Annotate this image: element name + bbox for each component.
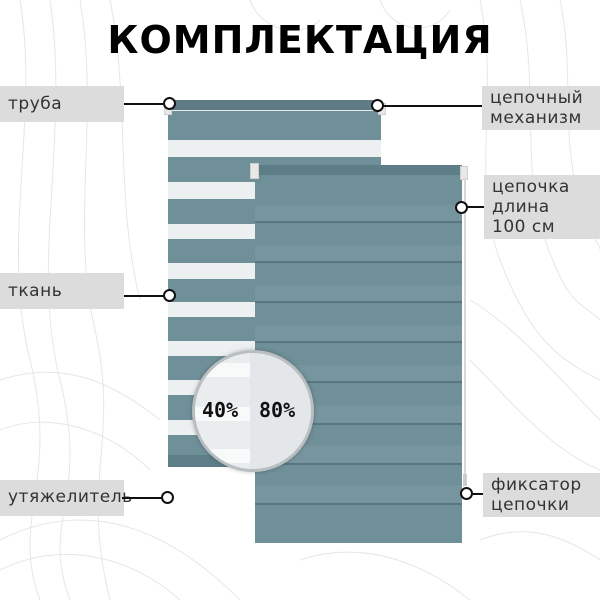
label-chain-length-line3: 100 см <box>492 217 556 237</box>
fabric-fold <box>255 463 462 465</box>
fabric-sheen <box>255 485 462 503</box>
label-chain-retainer-line2: цепочки <box>491 495 570 515</box>
fabric-sheen <box>255 325 462 343</box>
label-chain-mechanism: цепочный механизм <box>482 86 600 130</box>
opacity-magnifier: 40% 80% <box>192 350 314 472</box>
fabric-sheen <box>255 205 462 223</box>
marker-dot <box>371 99 384 112</box>
fabric-fold <box>255 341 462 343</box>
sheer-band <box>195 363 250 377</box>
label-tube-text: труба <box>8 94 63 114</box>
chain-retainer <box>463 474 467 486</box>
marker-dot <box>163 97 176 110</box>
bracket <box>250 163 259 179</box>
back-tube <box>168 100 381 111</box>
label-chain-length-line1: цепочка <box>492 177 570 197</box>
label-fabric-text: ткань <box>8 281 63 301</box>
label-chain-retainer-line1: фиксатор <box>491 475 582 495</box>
sheer-band <box>168 140 381 157</box>
leader-line <box>382 105 482 107</box>
label-fabric: ткань <box>0 273 124 309</box>
label-chain-mechanism-line2: механизм <box>490 108 582 128</box>
fabric-fold <box>255 301 462 303</box>
leader-line <box>122 497 166 499</box>
leader-line <box>124 295 168 297</box>
fabric-band <box>168 110 381 140</box>
fabric-sheen <box>255 445 462 463</box>
front-fabric <box>255 175 462 543</box>
fabric-fold <box>255 503 462 505</box>
label-weight-bar: утяжелитель <box>0 480 132 516</box>
marker-dot <box>161 491 174 504</box>
label-chain-retainer: фиксатор цепочки <box>483 473 600 517</box>
opacity-80-label: 80% <box>259 398 296 422</box>
label-chain-length-line2: длина <box>492 197 550 217</box>
marker-dot <box>163 289 176 302</box>
sheer-band <box>195 407 250 421</box>
page-title: КОМПЛЕКТАЦИЯ <box>107 18 493 62</box>
label-tube: труба <box>0 86 124 122</box>
fabric-fold <box>255 221 462 223</box>
sheer-band <box>195 449 250 463</box>
fabric-sheen <box>255 365 462 383</box>
chain <box>464 178 466 478</box>
opacity-40-label: 40% <box>202 398 239 422</box>
label-chain-length: цепочка длина 100 см <box>484 175 600 239</box>
front-tube <box>255 165 462 175</box>
fabric-sheen <box>255 285 462 303</box>
leader-line <box>124 103 168 105</box>
fabric-sheen <box>255 245 462 263</box>
label-weight-bar-text: утяжелитель <box>8 487 133 507</box>
fabric-fold <box>255 423 462 425</box>
sheer-zoom-area <box>195 353 250 469</box>
leader-line <box>471 493 483 495</box>
fabric-fold <box>255 261 462 263</box>
leader-line <box>466 206 484 208</box>
fabric-fold <box>255 381 462 383</box>
label-chain-mechanism-line1: цепочный <box>490 88 584 108</box>
zebra-blind-front <box>255 165 462 543</box>
